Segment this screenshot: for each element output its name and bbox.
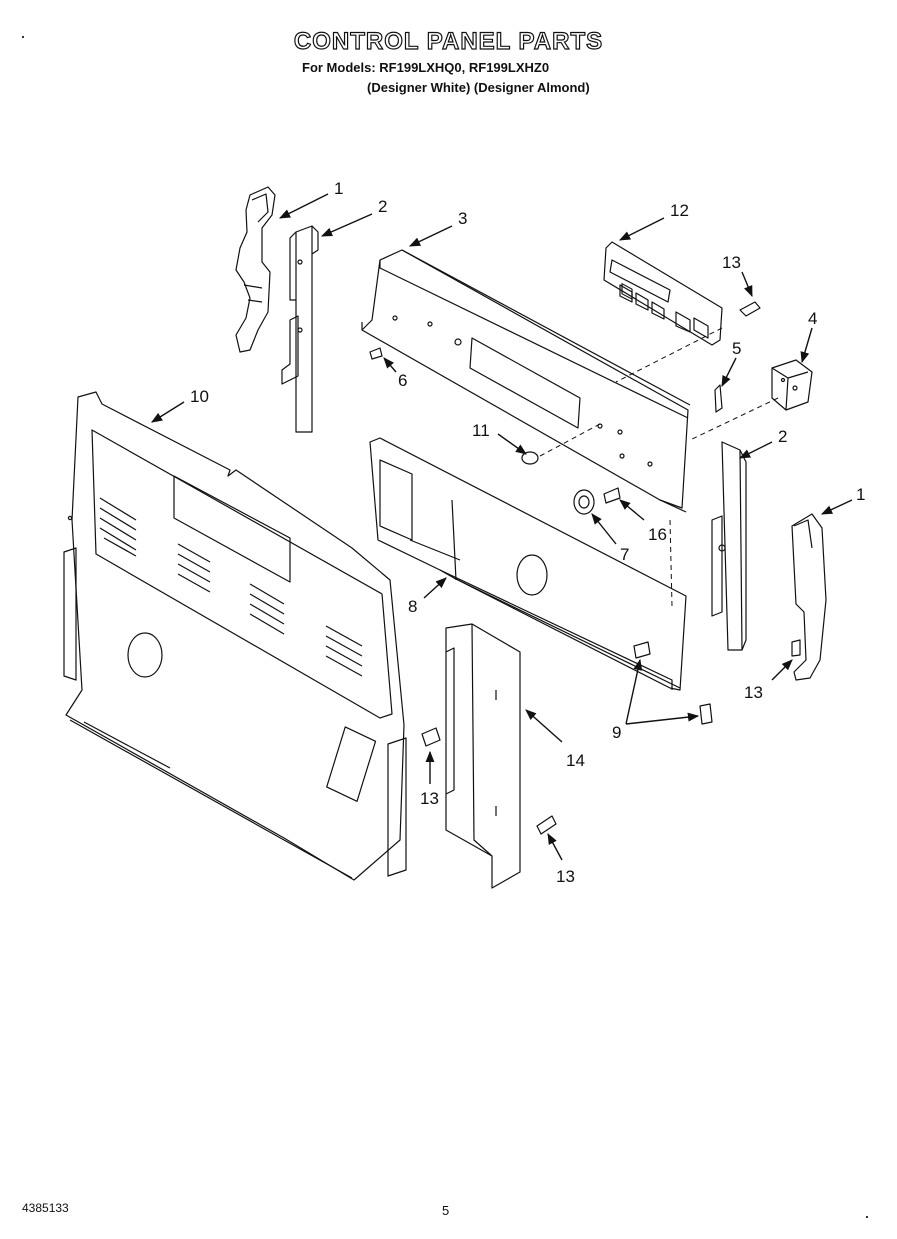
- part-11-knob-small: [521, 451, 539, 465]
- part-10-rear-panel: [63, 391, 407, 881]
- callout-10: 10: [190, 387, 209, 406]
- part-7-knob: [573, 489, 595, 515]
- callout-14: 14: [566, 751, 585, 770]
- part-13-screw-bottom: [536, 815, 557, 835]
- models-line: For Models: RF199LXHQ0, RF199LXHZ0: [302, 60, 550, 75]
- callout-2a: 2: [378, 197, 387, 216]
- callout-5: 5: [732, 339, 741, 358]
- part-13-screw-right: [791, 639, 801, 657]
- part-5-clip: [714, 384, 723, 413]
- part-13-screw-top: [739, 301, 761, 317]
- scan-speck: [22, 36, 24, 38]
- callout-3: 3: [458, 209, 467, 228]
- callout-9: 9: [612, 723, 621, 742]
- part-2-right-bracket: [711, 441, 747, 651]
- leader-9a: [625, 658, 643, 725]
- leader-14: [525, 709, 563, 743]
- leader-11: [497, 433, 527, 455]
- part-13-screw-left: [421, 727, 441, 747]
- leader-1b: [820, 499, 853, 515]
- callout-1a: 1: [334, 179, 343, 198]
- callout-13d: 13: [556, 867, 575, 886]
- leader-13a: [741, 271, 753, 298]
- part-4-terminal-block: [771, 359, 813, 411]
- page-number: 5: [442, 1203, 450, 1218]
- leader-7: [591, 513, 617, 545]
- leader-13b: [771, 659, 793, 681]
- leader-9b: [625, 712, 700, 725]
- callout-2b: 2: [778, 427, 787, 446]
- leader-6: [383, 357, 397, 373]
- callout-1b: 1: [856, 485, 865, 504]
- finish-line: (Designer White) (Designer Almond): [367, 80, 590, 95]
- callout-6: 6: [398, 371, 407, 390]
- leader-2b: [738, 441, 773, 459]
- callout-16: 16: [648, 525, 667, 544]
- alignment-lines: [539, 327, 779, 607]
- part-9-screws: [633, 641, 713, 725]
- leader-1a: [278, 193, 329, 219]
- leader-13d: [547, 833, 563, 861]
- leader-4: [800, 327, 813, 364]
- leader-12: [618, 217, 665, 241]
- part-14-shield: [445, 623, 521, 889]
- part-1-right-end-cap: [791, 513, 827, 681]
- leader-8: [423, 577, 447, 599]
- leader-3: [408, 225, 453, 247]
- callout-13a: 13: [722, 253, 741, 272]
- part-6-screw: [369, 347, 383, 360]
- callout-13c: 13: [420, 789, 439, 808]
- leader-2a: [320, 213, 373, 237]
- part-3-control-panel: [361, 249, 691, 513]
- leader-10: [151, 401, 185, 423]
- callout-4: 4: [808, 309, 817, 328]
- part-8-lower-panel: [369, 437, 687, 691]
- callout-8: 8: [408, 597, 417, 616]
- part-2-left-bracket: [281, 225, 319, 433]
- scan-speck-bottom: [866, 1216, 868, 1218]
- part-12-electronic-control: [603, 241, 723, 346]
- part-1-left-end-cap: [235, 186, 276, 353]
- leader-16: [619, 499, 645, 521]
- part-16-spring: [603, 487, 621, 504]
- leader-5: [721, 357, 737, 388]
- callout-12: 12: [670, 201, 689, 220]
- document-number: 4385133: [22, 1201, 69, 1215]
- callout-13b: 13: [744, 683, 763, 702]
- page-title: CONTROL PANEL PARTS: [293, 27, 604, 55]
- callout-7: 7: [620, 545, 629, 564]
- callout-11: 11: [472, 421, 490, 440]
